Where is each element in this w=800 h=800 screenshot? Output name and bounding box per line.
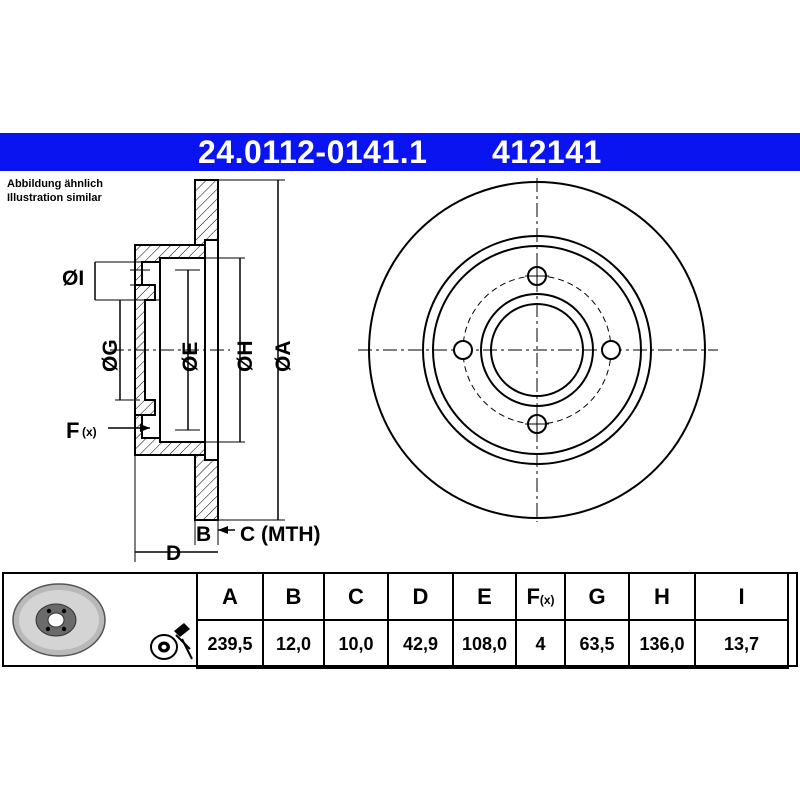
label-d: D [166, 542, 181, 565]
title-bar: 24.0112-0141.1 412141 [0, 133, 800, 171]
note-line-en: Illustration similar [7, 192, 102, 204]
value-g: 63,5 [564, 619, 630, 669]
header-e: E [452, 572, 517, 621]
label-dia-a: ØA [272, 341, 295, 373]
table-value-row: 239,5 12,0 10,0 42,9 108,0 4 63,5 136,0 … [196, 619, 789, 669]
note-line-de: Abbildung ähnlich [7, 178, 103, 190]
disc-measure-icon [150, 623, 193, 660]
header-b: B [262, 572, 325, 621]
part-number: 24.0112-0141.1 [198, 134, 428, 170]
header-d: D [387, 572, 454, 621]
label-dia-e: ØE [179, 342, 202, 372]
bolt-hole-left [453, 340, 473, 360]
label-dia-i: ØI [62, 267, 84, 290]
centre-bore-outer [480, 293, 594, 407]
hat-bottom [134, 414, 206, 456]
header-a: A [196, 572, 264, 621]
hat-outer-edge [422, 235, 652, 465]
header-f: F(x) [515, 572, 566, 621]
hat-inner-edge [432, 245, 642, 455]
label-b: B [196, 523, 211, 546]
short-number: 412141 [492, 134, 602, 170]
friction-ring-bottom [194, 454, 219, 521]
value-d: 42,9 [387, 619, 454, 669]
centre-bore-inner [490, 303, 584, 397]
header-f-sub: (x) [539, 592, 555, 607]
brake-disc-thumbnail-icon [12, 583, 106, 657]
header-h: H [628, 572, 696, 621]
bolt-hole-right [601, 340, 621, 360]
header-c: C [323, 572, 389, 621]
dimension-table: A B C D E F(x) G H I 239,5 12,0 10,0 42,… [196, 572, 789, 669]
technical-drawing: ØI ØG ØE ØH ØA F (x) B C (MTH) D [62, 178, 718, 565]
friction-ring-top [194, 179, 219, 246]
label-f: F [66, 418, 79, 443]
header-f-letter: F [526, 583, 540, 609]
outer-disc-edge [368, 181, 706, 519]
header-i: I [694, 572, 789, 621]
value-f: 4 [515, 619, 566, 669]
label-f-sub: (x) [82, 425, 97, 439]
table-header-row: A B C D E F(x) G H I [196, 572, 789, 621]
cross-section [94, 179, 285, 562]
label-dia-h: ØH [234, 341, 257, 373]
value-e: 108,0 [452, 619, 517, 669]
header-g: G [564, 572, 630, 621]
hat-top [134, 244, 206, 286]
label-c-mth: C (MTH) [240, 523, 320, 546]
illustration-note: Abbildung ähnlich Illustration similar [7, 177, 103, 205]
value-c: 10,0 [323, 619, 389, 669]
value-i: 13,7 [694, 619, 789, 669]
value-a: 239,5 [196, 619, 264, 669]
label-dia-g: ØG [99, 339, 122, 372]
value-b: 12,0 [262, 619, 325, 669]
value-h: 136,0 [628, 619, 696, 669]
front-view [358, 178, 718, 522]
